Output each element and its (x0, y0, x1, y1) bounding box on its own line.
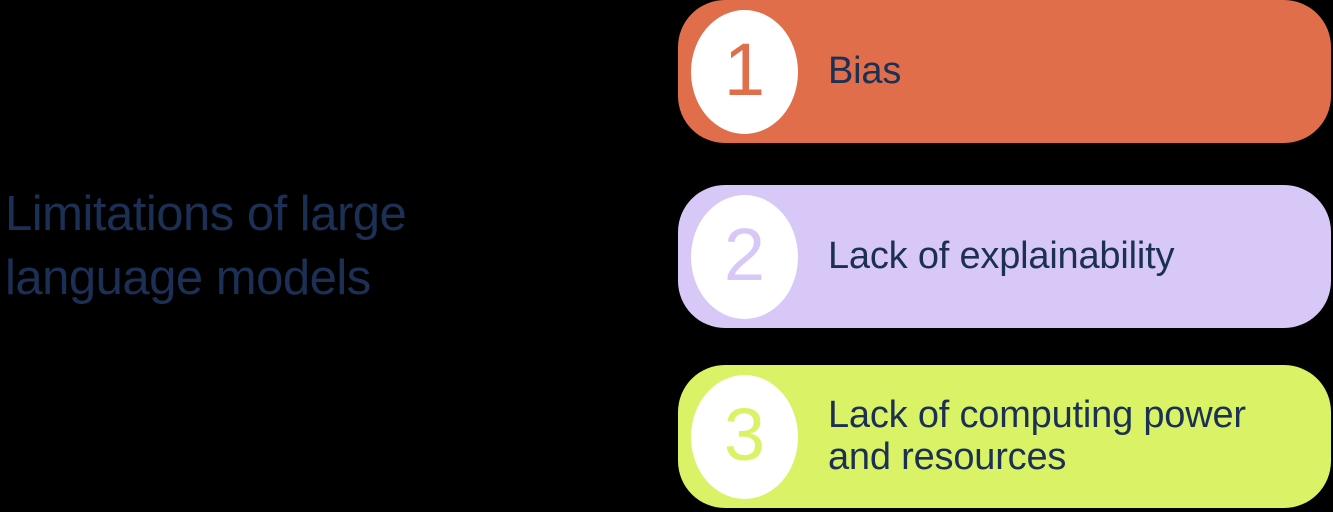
limitation-card-computing-power: 3 Lack of computing power and resources (678, 365, 1331, 508)
badge-number: 2 (723, 212, 766, 296)
card-label: Lack of explainability (828, 234, 1175, 277)
card-label: Lack of computing power and resources (828, 394, 1246, 478)
badge-number: 3 (723, 392, 766, 476)
number-badge: 2 (691, 194, 798, 319)
card-label: Bias (828, 49, 902, 92)
limitation-card-explainability: 2 Lack of explainability (678, 185, 1331, 328)
limitation-card-bias: 1 Bias (678, 0, 1331, 143)
badge-number: 1 (723, 27, 766, 111)
number-badge: 3 (691, 374, 798, 499)
page-title: Limitations of large language models (5, 187, 407, 305)
number-badge: 1 (691, 9, 798, 134)
